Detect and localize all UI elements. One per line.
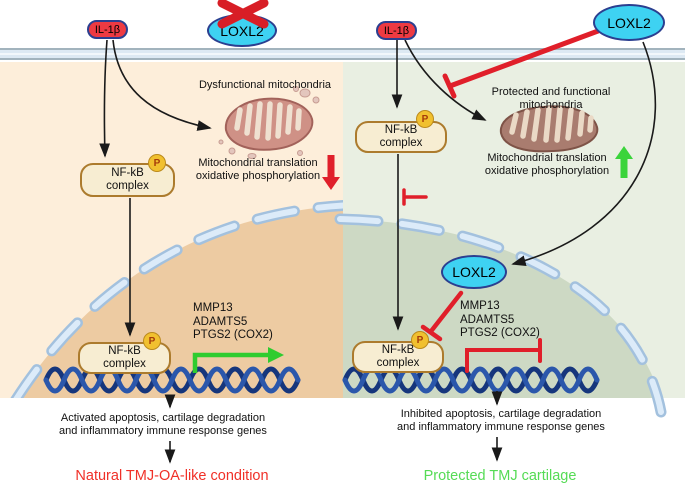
arrow-il1b-to-mitochondria-left — [112, 39, 212, 131]
outcome-line1: Activated apoptosis, cartilage degradati… — [60, 412, 266, 424]
nfkb-complex-right-nucleus: NF-kB complex — [352, 341, 444, 373]
phospho-letter: P — [148, 335, 156, 347]
functional-mitochondria-icon — [499, 105, 599, 153]
phospho-letter: P — [421, 113, 429, 125]
transcription-arrow-left — [192, 347, 284, 373]
gene-list-right: MMP13 ADAMTS5 PTGS2 (COX2) — [460, 300, 540, 341]
nfkb-line2: complex — [376, 357, 420, 369]
phospho-badge: P — [148, 154, 166, 172]
loxl2-label-nuclear: LOXL2 — [452, 264, 496, 280]
phospho-letter: P — [153, 157, 161, 169]
inhibit-loxl2-to-il1b-signal — [447, 28, 601, 89]
outcome-line2: and inflammatory immune response genes — [397, 421, 605, 433]
gene-adamts5: ADAMTS5 — [193, 315, 248, 328]
nfkb-line2: complex — [106, 180, 149, 192]
mito-translation-caption-right: Mitochondrial translation oxidative phos… — [457, 152, 637, 178]
il1b-pill-right: IL-1β — [376, 21, 417, 40]
inhibition-marks — [402, 28, 601, 373]
caption-line1: Mitochondrial translation — [198, 157, 318, 169]
outcome-line2: and inflammatory immune response genes — [59, 425, 267, 437]
arrow-il1b-to-nfkb-left — [99, 39, 111, 158]
dysfunctional-mitochondria-icon — [218, 86, 320, 159]
gene-mmp13: MMP13 — [460, 300, 500, 312]
left-nuclear-envelope — [10, 200, 343, 398]
phospho-letter: P — [416, 334, 424, 346]
inhibit-bar-3 — [420, 324, 443, 342]
arrow-il1b-to-mitochondria-right — [404, 39, 487, 121]
il1b-label-left: IL-1β — [94, 23, 121, 36]
dysfunctional-mitochondria-caption: Dysfunctional mitochondria — [198, 79, 332, 91]
outcome-text-left: Activated apoptosis, cartilage degradati… — [18, 412, 308, 438]
gene-ptgs2: PTGS2 (COX2) — [193, 329, 273, 341]
caption-line1: Protected and functional — [491, 86, 611, 98]
gene-ptgs2: PTGS2 (COX2) — [460, 327, 540, 339]
condition-label-right: Protected TMJ cartilage — [423, 468, 577, 484]
nfkb-complex-left-nucleus: NF-kB complex — [78, 342, 171, 374]
plasma-membrane — [0, 48, 685, 60]
phospho-badge: P — [143, 332, 161, 350]
blocked-x-icon — [217, 0, 269, 29]
phospho-badge: P — [411, 331, 429, 349]
nfkb-line1: NF-kB — [108, 345, 141, 357]
nfkb-line1: NF-kB — [384, 124, 418, 136]
nfkb-line2: complex — [379, 137, 423, 149]
protected-mitochondria-caption: Protected and functional mitochondria — [461, 86, 641, 112]
outcome-text-right: Inhibited apoptosis, cartilage degradati… — [356, 408, 646, 434]
arrow-loxl2-to-nucleus-right — [511, 41, 657, 266]
signal-arrows — [99, 39, 657, 464]
phospho-badge: P — [416, 110, 434, 128]
inhibit-bar-1 — [442, 73, 457, 99]
mito-translation-caption-left: Mitochondrial translation oxidative phos… — [168, 157, 348, 183]
loxl2-oval-extracellular: LOXL2 — [593, 4, 665, 41]
condition-label-left: Natural TMJ-OA-like condition — [75, 468, 269, 484]
caption-line2: oxidative phosphorylation — [195, 170, 321, 182]
inhibit-transcription-right — [465, 348, 542, 373]
nfkb-complex-right-cytoplasm: NF-kB complex — [355, 121, 447, 153]
caption-line2: oxidative phosphorylation — [484, 165, 610, 177]
il1b-pill-left: IL-1β — [87, 20, 128, 39]
loxl2-oval-nuclear: LOXL2 — [441, 255, 507, 289]
green-up-arrow-icon — [615, 146, 633, 178]
il1b-label-right: IL-1β — [383, 24, 410, 37]
loxl2-oval-blocked: LOXL2 — [207, 14, 277, 47]
right-nuclear-envelope — [334, 213, 667, 418]
gene-adamts5: ADAMTS5 — [460, 313, 515, 326]
outcome-line1: Inhibited apoptosis, cartilage degradati… — [400, 408, 602, 420]
gene-mmp13: MMP13 — [193, 302, 233, 314]
inhibit-loxl2-to-nfkb — [429, 290, 464, 333]
caption-line1: Mitochondrial translation — [487, 152, 607, 164]
caption-line2: mitochondria — [519, 99, 583, 111]
nfkb-line1: NF-kB — [111, 167, 144, 179]
gene-list-left: MMP13 ADAMTS5 PTGS2 (COX2) — [193, 302, 273, 343]
nfkb-line2: complex — [103, 358, 146, 370]
loxl2-label-blocked: LOXL2 — [220, 22, 264, 39]
red-down-arrow-icon — [322, 155, 340, 190]
loxl2-label-extracellular: LOXL2 — [607, 14, 651, 31]
nfkb-line1: NF-kB — [381, 344, 415, 356]
